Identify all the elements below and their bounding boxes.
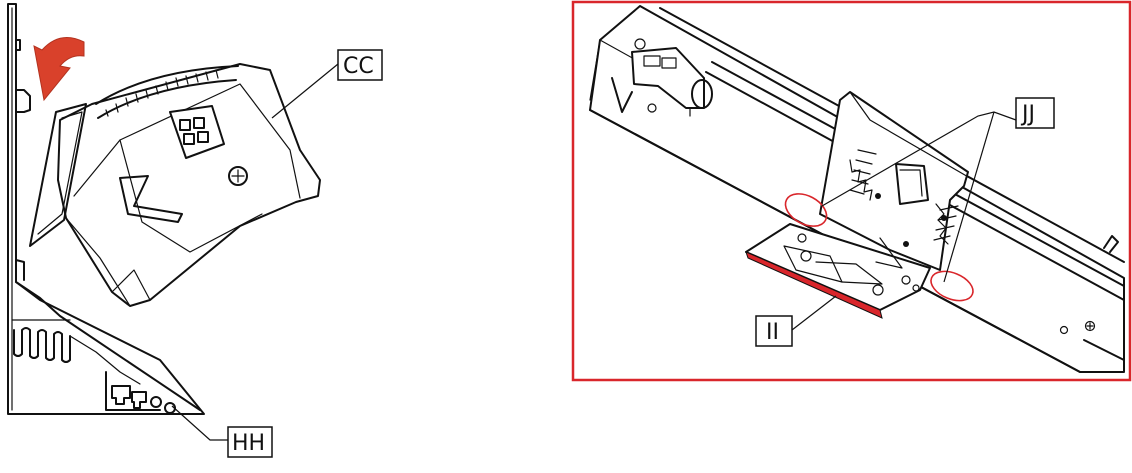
left-illustration [7,3,339,415]
callout-ii: II [755,315,793,347]
highlight-circle-left [784,193,828,227]
callout-hh: HH [171,405,273,458]
heater-unit [29,63,321,307]
callout-cc-text: CC [343,54,374,79]
detail-view [571,0,1132,382]
mounting-bracket [819,91,971,271]
clip-plate [745,223,931,319]
detail-frame [571,0,1132,382]
callout-hh-text: HH [232,431,265,456]
callout-ii-text: II [766,320,779,345]
curved-arrow-icon [33,37,85,102]
highlight-circle-right [930,270,974,302]
callout-jj-text: JJ [1020,102,1035,127]
callout-jj: JJ [1015,97,1055,129]
callout-cc: CC [337,49,383,81]
